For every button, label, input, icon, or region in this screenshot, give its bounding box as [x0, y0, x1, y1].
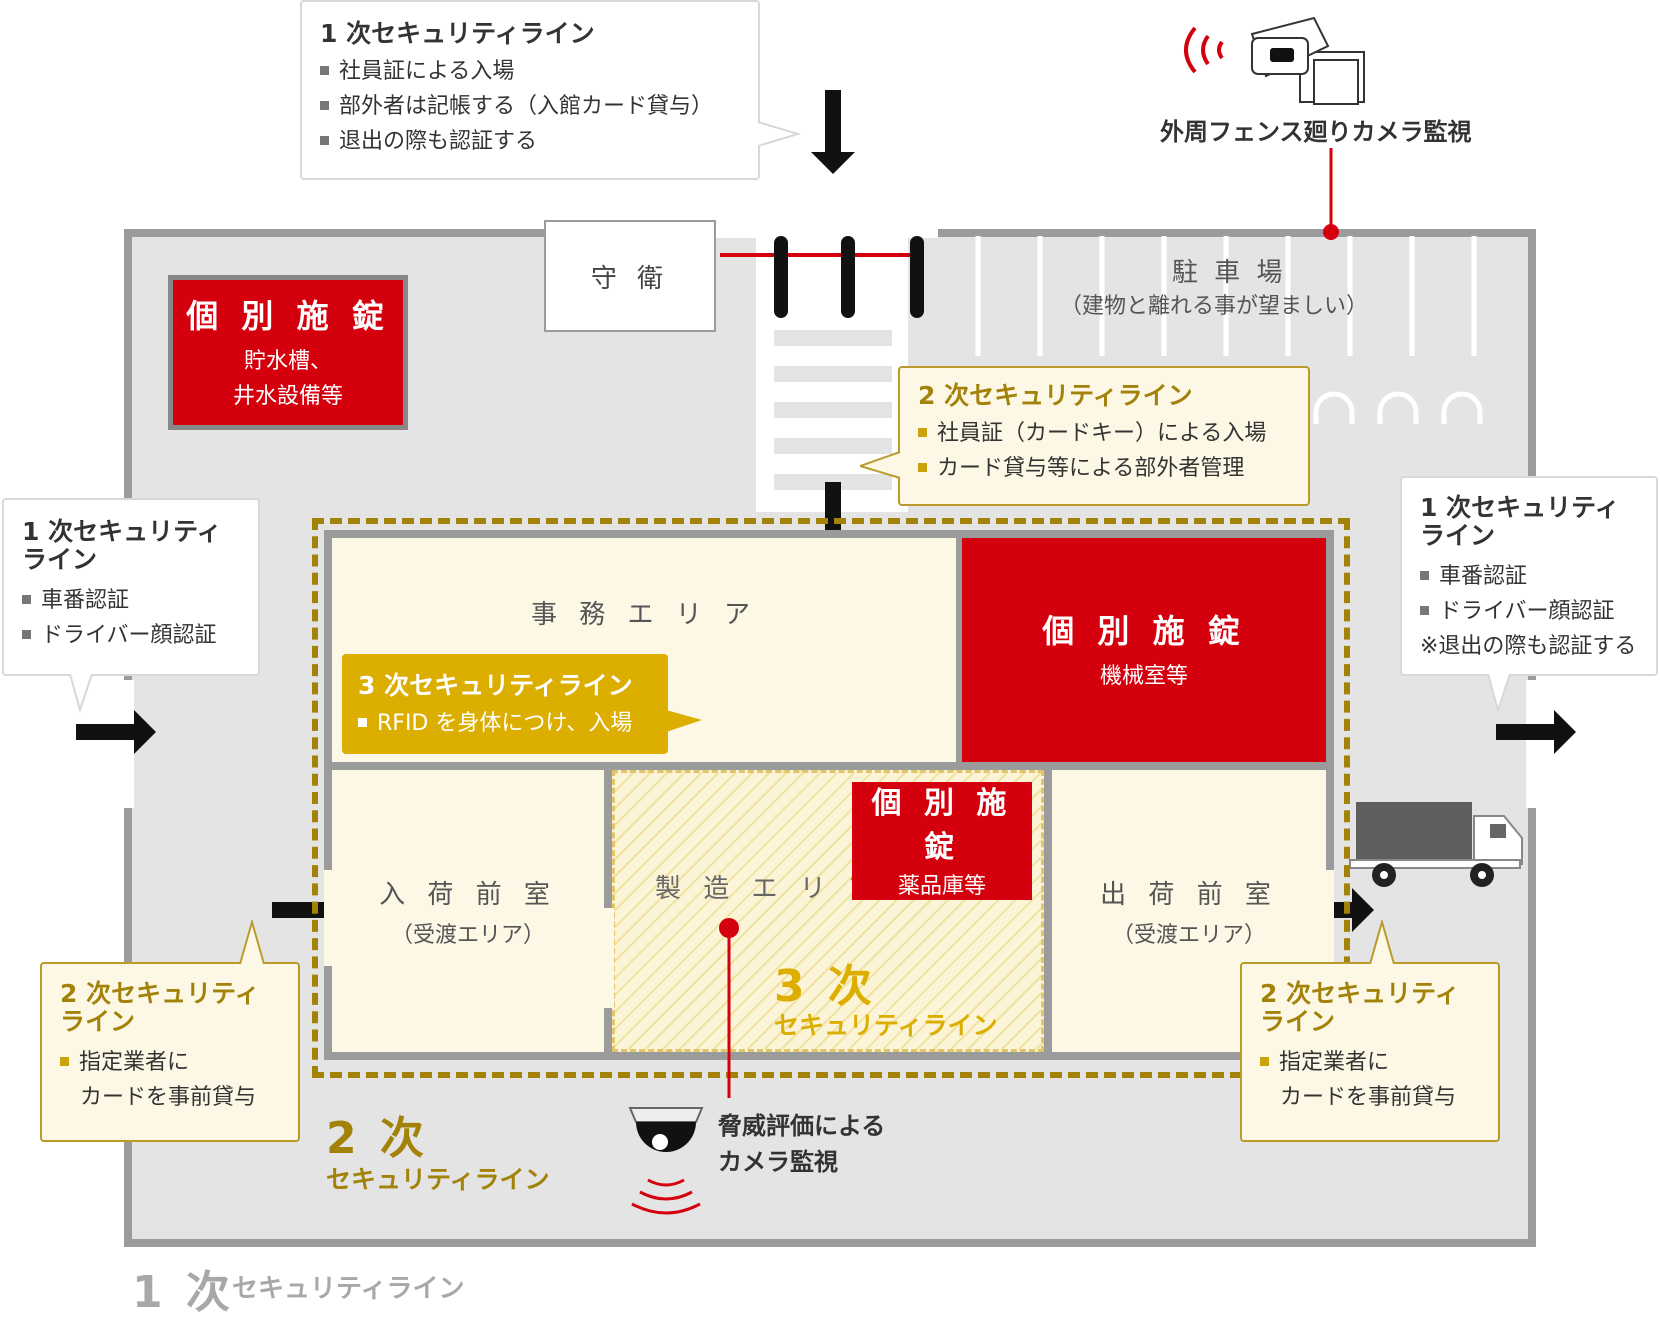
lock-chem-title: 個 別 施 錠 [871, 785, 1013, 865]
sec2-left-bubble: 2 次セキュリティ ライン 指定業者に カードを事前貸与 [40, 962, 300, 1142]
receiving-inner-door [602, 908, 614, 1008]
sec3-bubble-tail [666, 710, 702, 732]
right-bubble-item: ドライバー顔認証 [1420, 594, 1656, 629]
lock-water-line2: 井水設備等 [232, 383, 343, 409]
sec2-right-title1: 2 次セキュリティ [1260, 979, 1460, 1008]
lock-machine-title: 個 別 施 錠 [1042, 611, 1246, 650]
tertiary-line-sub: セキュリティライン [774, 1011, 998, 1040]
lock-machine-box: 個 別 施 錠 機械室等 [962, 538, 1326, 762]
receiving-room-name: 入 荷 前 室 [379, 879, 557, 910]
primary-line-sub: セキュリティライン [232, 1274, 465, 1304]
threat-camera-icon [628, 1107, 704, 1215]
crosswalk-stripes [774, 330, 892, 490]
sec2-right-bubble: 2 次セキュリティ ライン 指定業者に カードを事前貸与 [1240, 962, 1500, 1142]
sec2-right-tail [1369, 920, 1395, 964]
office-area-name: 事 務 エ リ ア [530, 600, 758, 630]
manufacturing-area-name: 製 造 エ リ ア [655, 874, 882, 904]
shipping-room: 出 荷 前 室 （受渡エリア） [1052, 770, 1326, 1052]
sec2-gate-item: カード貸与等による部外者管理 [918, 451, 1290, 486]
parking-stops [1313, 391, 1483, 424]
lock-chem-box: 個 別 施 錠 薬品庫等 [852, 782, 1032, 900]
left-bubble-tail [69, 674, 93, 714]
tertiary-line-big: 3 次 [774, 961, 876, 1012]
entry-gap-top [716, 226, 938, 238]
parking-lines [975, 236, 1477, 356]
left-bubble-item: 車番認証 [22, 583, 258, 618]
entry-gap-right [1526, 680, 1540, 808]
top-bubble-title: 1 次セキュリティライン [320, 19, 595, 48]
right-bubble-title2: ライン [1420, 520, 1496, 550]
receiving-door [324, 870, 334, 966]
shipping-room-name: 出 荷 前 室 [1100, 879, 1278, 910]
secondary-security-line [312, 518, 1350, 1078]
top-bubble-item: 部外者は記帳する（入館カード貸与） [320, 89, 740, 124]
sec2-gate-item: 社員証（カードキー）による入場 [918, 416, 1290, 451]
lock-water-line1: 貯水槽、 [243, 349, 332, 375]
left-security-bubble: 1 次セキュリティ ライン 車番認証 ドライバー顔認証 [2, 498, 260, 676]
right-bubble-note: ※退出の際も認証する [1420, 634, 1637, 659]
right-security-bubble: 1 次セキュリティ ライン 車番認証 ドライバー顔認証 ※退出の際も認証する [1400, 476, 1658, 676]
sec2-left-title2: ライン [60, 1006, 136, 1036]
lock-water-title: 個 別 施 錠 [186, 297, 390, 336]
threat-camera-line2: カメラ監視 [718, 1148, 838, 1176]
primary-line-big: 1 次 [132, 1267, 234, 1318]
right-bubble-title1: 1 次セキュリティ [1420, 493, 1620, 522]
top-security-bubble: 1 次セキュリティライン 社員証による入場 部外者は記帳する（入館カード貸与） … [300, 0, 760, 180]
threat-camera-line1: 脅威評価による [718, 1112, 886, 1140]
right-bubble-item: 車番認証 [1420, 559, 1656, 594]
fence-camera-label: 外周フェンス廻りカメラ監視 [1160, 118, 1472, 146]
sec2-right-title2: ライン [1260, 1006, 1336, 1036]
parking-title: 駐 車 場 [1172, 258, 1287, 288]
truck-icon [1349, 802, 1523, 887]
sec3-bubble: 3 次セキュリティライン RFID を身体につけ、入場 [342, 654, 668, 754]
sec2-gate-bubble: 2 次セキュリティライン 社員証（カードキー）による入場 カード貸与等による部外… [898, 366, 1310, 506]
secondary-line-big: 2 次 [326, 1113, 428, 1164]
sec3-bubble-item: RFID を身体につけ、入場 [358, 706, 668, 742]
receiving-room-sub: （受渡エリア） [390, 922, 545, 948]
sec3-bubble-title: 3 次セキュリティライン [358, 671, 633, 700]
gate-posts [774, 236, 924, 318]
lock-chem-sub: 薬品庫等 [897, 873, 986, 899]
right-bubble-tail [1487, 674, 1511, 714]
entry-gap-left [120, 680, 134, 808]
secondary-line-sub: セキュリティライン [326, 1165, 550, 1194]
sec2-gate-tail [860, 451, 902, 479]
fence-camera-icon [1184, 16, 1365, 105]
guard-house: 守 衛 [544, 220, 716, 332]
sec2-right-line2: カードを事前貸与 [1280, 1085, 1457, 1110]
lock-machine-sub: 機械室等 [1099, 663, 1188, 689]
left-bubble-item: ドライバー顔認証 [22, 618, 258, 653]
left-bubble-title2: ライン [22, 544, 98, 574]
sec2-left-line2: カードを事前貸与 [80, 1085, 257, 1110]
sec2-left-line1: 指定業者に [60, 1045, 298, 1080]
top-bubble-tail [758, 121, 802, 147]
shipping-door [1324, 870, 1334, 966]
lock-water-box: 個 別 施 錠 貯水槽、 井水設備等 [168, 275, 408, 430]
shipping-room-sub: （受渡エリア） [1111, 922, 1266, 948]
top-bubble-item: 退出の際も認証する [320, 124, 740, 159]
sec2-gate-title: 2 次セキュリティライン [918, 381, 1193, 410]
sec2-left-title1: 2 次セキュリティ [60, 979, 260, 1008]
receiving-room: 入 荷 前 室 （受渡エリア） [332, 770, 604, 1052]
sec2-left-tail [239, 920, 265, 964]
left-bubble-title1: 1 次セキュリティ [22, 517, 222, 546]
guard-label: 守 衛 [590, 263, 670, 294]
top-bubble-item: 社員証による入場 [320, 54, 740, 89]
sec2-right-line1: 指定業者に [1260, 1045, 1498, 1080]
parking-subtitle: （建物と離れる事が望ましい） [1060, 294, 1369, 319]
